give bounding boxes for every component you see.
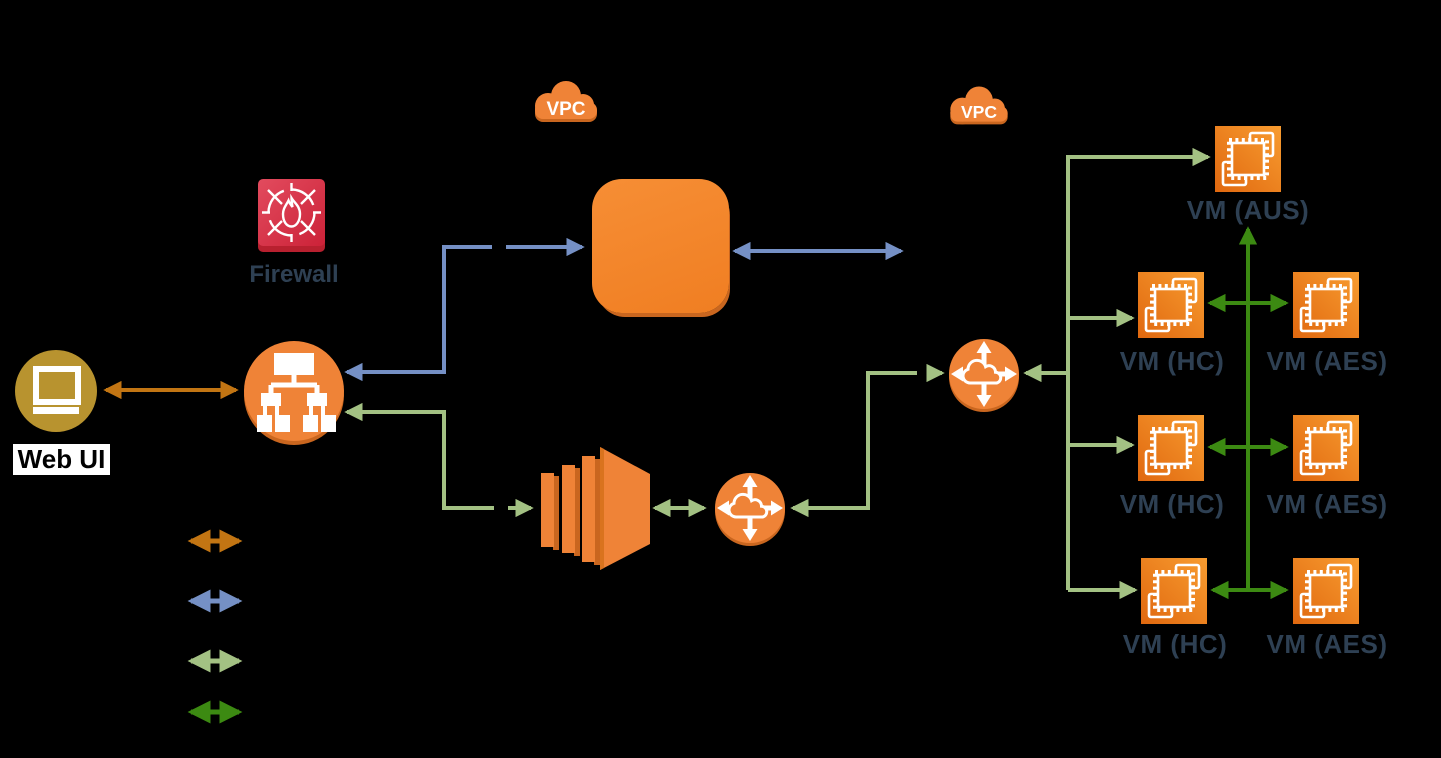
ec2-chip-icon — [1147, 563, 1201, 619]
network-tree-icon — [257, 353, 336, 432]
slats — [541, 456, 600, 565]
vm-aes-1-icon — [1293, 272, 1359, 338]
connector-switch-gateway — [347, 247, 582, 372]
web-ui-icon — [15, 350, 97, 432]
router-left-icon — [715, 473, 785, 546]
vm-aus-icon — [1215, 126, 1281, 192]
cloud-glyph — [961, 358, 1003, 385]
firewall-icon — [258, 179, 325, 252]
connector-switch-ec2stack — [347, 412, 531, 508]
ec2-chip-icon — [1299, 420, 1353, 476]
router-right-icon — [949, 339, 1019, 412]
vm-hc-2-label: VM (HC) — [1119, 489, 1225, 519]
gateway-box — [592, 179, 729, 313]
ec2-stack-icon — [541, 447, 650, 570]
slab-face — [600, 447, 650, 570]
vm-hc-2-icon — [1138, 415, 1204, 481]
vm-aus-label: VM (AUS) — [1186, 195, 1310, 225]
firewall-label: Firewall — [249, 261, 339, 288]
vm-hc-3-icon — [1141, 558, 1207, 624]
ec2-chip-icon — [1144, 420, 1198, 476]
ec2-chip-icon — [1299, 277, 1353, 333]
ec2-chip-icon — [1221, 131, 1275, 187]
connector-router-left-router-right — [793, 373, 942, 508]
vpc-left-label: VPC — [546, 99, 585, 120]
cloud-glyph — [727, 492, 769, 519]
vm-aes-1-label: VM (AES) — [1266, 346, 1388, 376]
vm-hc-1-icon — [1138, 272, 1204, 338]
vpc-right-label: VPC — [961, 102, 997, 122]
cloud-icon — [950, 86, 1008, 122]
vpc-cloud-left: VPC — [535, 81, 597, 122]
web-ui-label: Web UI — [13, 444, 110, 475]
vpc-cloud-right: VPC — [950, 86, 1008, 125]
cloud-icon — [535, 81, 597, 119]
slab-edge — [600, 447, 604, 570]
vm-hc-1-label: VM (HC) — [1119, 346, 1225, 376]
ec2-chip-icon — [1144, 277, 1198, 333]
flame-crosshair-glyph — [262, 183, 321, 242]
vm-aes-2-icon — [1293, 415, 1359, 481]
monitor-icon — [33, 366, 81, 414]
legend — [187, 529, 243, 724]
vm-aes-3-label: VM (AES) — [1266, 629, 1388, 659]
vm-aes-3-icon — [1293, 558, 1359, 624]
vm-hc-3-label: VM (HC) — [1122, 629, 1228, 659]
network-switch-icon — [244, 341, 344, 445]
ec2-chip-icon — [1299, 563, 1353, 619]
vm-aes-2-label: VM (AES) — [1266, 489, 1388, 519]
